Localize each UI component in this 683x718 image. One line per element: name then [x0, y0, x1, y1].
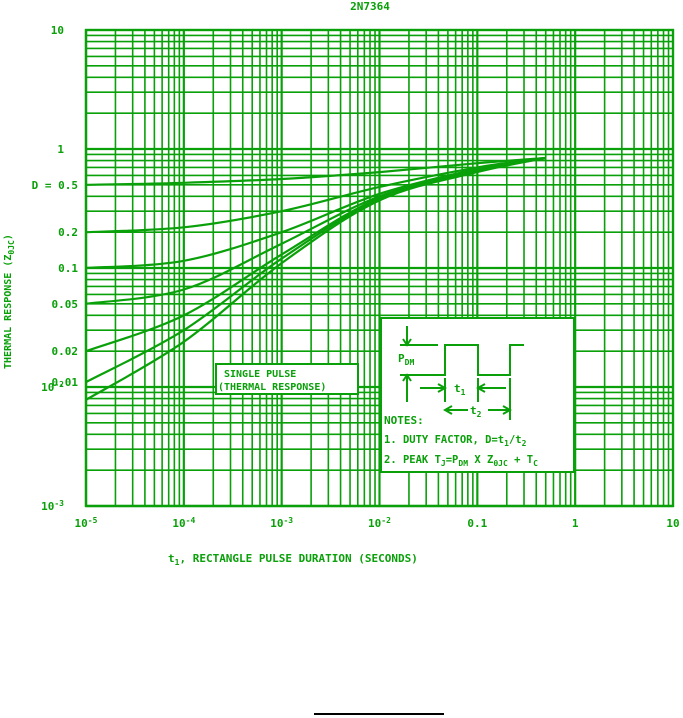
pdm-label: PDM — [398, 352, 414, 367]
notes-title: NOTES: — [384, 414, 424, 427]
x-tick-label: 10-2 — [368, 516, 391, 530]
x-tick-label: 10-3 — [270, 516, 293, 530]
notes-box: PDM t1 t2 NOTES: 1. DUTY FACTOR, D=t1/t2… — [380, 317, 575, 473]
t1-dimension — [420, 378, 506, 402]
series-line — [85, 156, 546, 186]
y-tick-label: 10-2 — [41, 380, 64, 394]
series-label: 0.02 — [52, 345, 79, 358]
x-tick-label: 10-5 — [75, 516, 98, 530]
single-pulse-annotation: SINGLE PULSE (THERMAL RESPONSE) — [215, 363, 359, 395]
series-line — [85, 156, 546, 401]
series-label: 0.2 — [58, 226, 78, 239]
x-tick-label: 0.1 — [467, 517, 487, 530]
x-tick-label: 10-4 — [172, 516, 195, 530]
series-labels: D = 0.5 0.2 0.1 0.05 0.02 0.01 — [32, 179, 79, 389]
series-label: 0.1 — [58, 262, 78, 275]
series-label: 0.01 — [52, 376, 79, 389]
series-label: D = 0.5 — [32, 179, 78, 192]
x-axis-label: t1, RECTANGLE PULSE DURATION (SECONDS) — [168, 552, 418, 567]
single-pulse-text-2: (THERMAL RESPONSE) — [218, 382, 326, 393]
tick-labels: 10-5 10-4 10-3 10-2 0.1 1 10 10 1 10-2 10-3 — [41, 24, 680, 530]
y-tick-label: 1 — [57, 143, 64, 156]
t1-label: t1 — [454, 382, 466, 397]
pdm-arrow — [402, 326, 412, 402]
y-tick-label: 10-3 — [41, 499, 64, 513]
note-1: 1. DUTY FACTOR, D=t1/t2 — [384, 434, 527, 448]
curves — [85, 156, 546, 401]
single-pulse-box — [215, 363, 359, 395]
t2-dimension — [442, 378, 513, 420]
series-label: 0.05 — [52, 298, 79, 311]
note-2: 2. PEAK TJ=PDM X ZθJC + TC — [384, 454, 538, 468]
t2-label: t2 — [470, 404, 482, 419]
chart-title: 2N7364 — [350, 0, 390, 13]
x-tick-label: 1 — [572, 517, 579, 530]
y-tick-label: 10 — [51, 24, 64, 37]
grid — [84, 28, 675, 508]
series-line — [85, 156, 546, 234]
pulse-waveform — [400, 344, 524, 376]
x-tick-label: 10 — [666, 517, 679, 530]
single-pulse-text-1: SINGLE PULSE — [224, 369, 296, 380]
y-axis-label: THERMAL RESPONSE (ZθJC) — [3, 234, 16, 369]
footer-rule — [314, 713, 444, 715]
series-line — [85, 156, 546, 270]
